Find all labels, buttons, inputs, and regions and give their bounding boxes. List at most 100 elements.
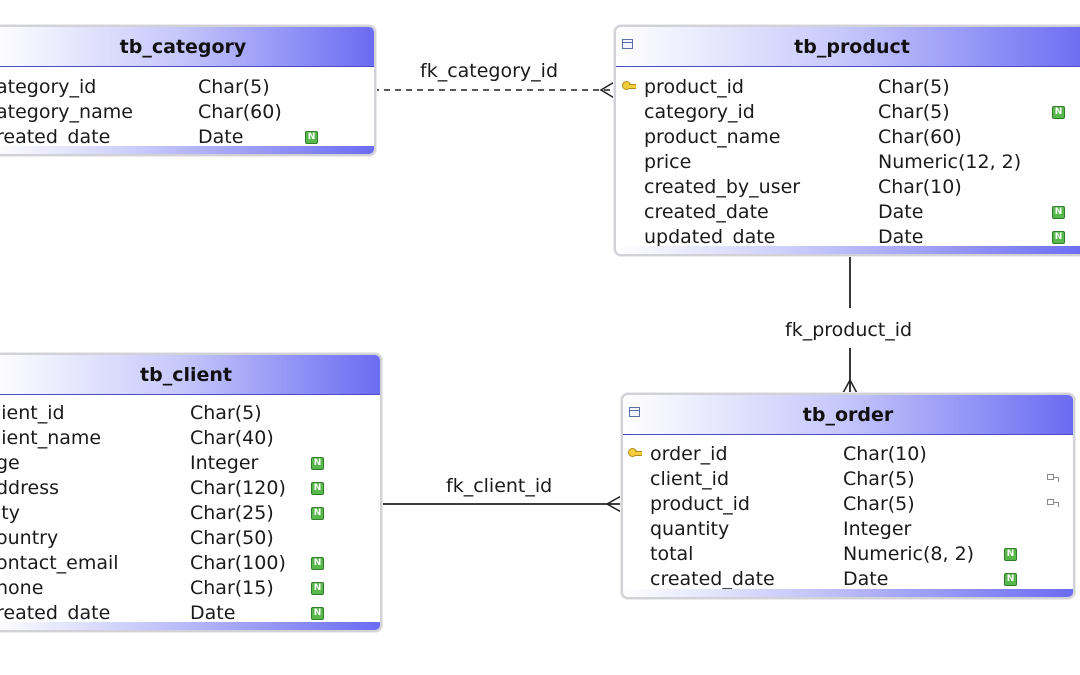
column-row[interactable]: ddress Char(120) N	[0, 477, 380, 502]
column-name: ge	[0, 452, 20, 474]
column-name: ountry	[0, 527, 59, 549]
column-row[interactable]: category_id Char(5) N	[616, 101, 1080, 126]
table-icon	[622, 39, 633, 49]
nullable-badge-icon: N	[1052, 231, 1065, 244]
table-title: tb_order	[802, 404, 894, 426]
column-name: lient_name	[0, 427, 102, 449]
column-row[interactable]: created_date Date N	[623, 568, 1073, 593]
column-type: Char(50)	[190, 527, 274, 549]
column-name: ategory_id	[0, 76, 97, 98]
primary-key-icon	[628, 448, 642, 457]
column-row[interactable]: ity Char(25) N	[0, 502, 380, 527]
column-name: ontact_email	[0, 552, 119, 574]
column-name: order_id	[650, 443, 728, 465]
relationship-label-fk-client[interactable]: fk_client_id	[446, 475, 553, 497]
column-name: category_id	[644, 101, 755, 123]
primary-key-icon	[622, 81, 636, 90]
column-row[interactable]: ategory_id Char(5)	[0, 76, 374, 101]
table-title: tb_category	[119, 36, 247, 58]
relationship-fk-product-line	[841, 255, 859, 396]
nullable-badge-icon: N	[311, 457, 324, 470]
column-row[interactable]: ategory_name Char(60)	[0, 101, 374, 126]
table-title: tb_client	[140, 364, 232, 386]
column-row[interactable]: ontact_email Char(100) N	[0, 552, 380, 577]
column-row[interactable]: quantity Integer	[623, 518, 1073, 543]
column-type: Char(10)	[878, 176, 962, 198]
column-row[interactable]: updated_date Date N	[616, 226, 1080, 251]
column-type: Date	[190, 602, 236, 624]
nullable-badge-icon: N	[305, 131, 318, 144]
column-list: lient_id Char(5) lient_name Char(40) ge …	[0, 395, 380, 627]
table-footer	[0, 146, 374, 154]
column-name: product_name	[644, 126, 781, 148]
column-list: order_id Char(10) client_id Char(5) prod…	[623, 435, 1073, 593]
table-footer	[616, 246, 1080, 254]
column-type: Char(5)	[843, 468, 915, 490]
table-tb-product[interactable]: tb_product product_id Char(5) category_i…	[614, 25, 1080, 256]
column-type: Date	[878, 226, 924, 248]
column-type: Char(5)	[843, 493, 915, 515]
column-list: ategory_id Char(5) ategory_name Char(60)…	[0, 67, 374, 151]
nullable-badge-icon: N	[311, 507, 324, 520]
column-row[interactable]: product_id Char(5)	[623, 493, 1073, 518]
column-type: Char(25)	[190, 502, 274, 524]
nullable-badge-icon: N	[1052, 206, 1065, 219]
table-header[interactable]: tb_client	[0, 355, 380, 395]
relationship-fk-client-line	[380, 494, 624, 514]
table-tb-client[interactable]: tb_client lient_id Char(5) lient_name Ch…	[0, 353, 382, 632]
table-tb-category[interactable]: tb_category ategory_id Char(5) ategory_n…	[0, 25, 376, 156]
table-header[interactable]: tb_product	[616, 27, 1080, 67]
foreign-key-icon	[1047, 499, 1067, 511]
column-row[interactable]: lient_id Char(5)	[0, 402, 380, 427]
column-name: created_date	[650, 568, 775, 590]
column-row[interactable]: product_name Char(60)	[616, 126, 1080, 151]
column-row[interactable]: total Numeric(8, 2) N	[623, 543, 1073, 568]
column-name: lient_id	[0, 402, 65, 424]
column-row[interactable]: ountry Char(50)	[0, 527, 380, 552]
column-row[interactable]: lient_name Char(40)	[0, 427, 380, 452]
column-list: product_id Char(5) category_id Char(5) N…	[616, 67, 1080, 251]
column-type: Integer	[843, 518, 912, 540]
column-name: created_date	[644, 201, 769, 223]
relationship-label-fk-category[interactable]: fk_category_id	[420, 60, 559, 82]
column-name: total	[650, 543, 694, 565]
column-row[interactable]: reated_date Date N	[0, 602, 380, 627]
table-header[interactable]: tb_order	[623, 395, 1073, 435]
column-type: Char(60)	[198, 101, 282, 123]
column-row[interactable]: client_id Char(5)	[623, 468, 1073, 493]
foreign-key-icon	[1047, 474, 1067, 486]
nullable-badge-icon: N	[1052, 106, 1065, 119]
column-row[interactable]: price Numeric(12, 2)	[616, 151, 1080, 176]
column-row[interactable]: hone Char(15) N	[0, 577, 380, 602]
column-name: quantity	[650, 518, 730, 540]
table-footer	[0, 622, 380, 630]
nullable-badge-icon: N	[311, 557, 324, 570]
table-icon	[629, 407, 640, 417]
table-footer	[623, 589, 1073, 597]
column-type: Char(5)	[198, 76, 270, 98]
column-row[interactable]: reated_date Date N	[0, 126, 374, 151]
nullable-badge-icon: N	[311, 482, 324, 495]
column-name: product_id	[644, 76, 744, 98]
column-type: Char(5)	[878, 76, 950, 98]
column-row[interactable]: order_id Char(10)	[623, 443, 1073, 468]
column-type: Char(5)	[190, 402, 262, 424]
column-row[interactable]: ge Integer N	[0, 452, 380, 477]
table-header[interactable]: tb_category	[0, 27, 374, 67]
column-type: Integer	[190, 452, 259, 474]
column-type: Char(60)	[878, 126, 962, 148]
column-type: Char(10)	[843, 443, 927, 465]
column-row[interactable]: product_id Char(5)	[616, 76, 1080, 101]
relationship-label-fk-product[interactable]: fk_product_id	[783, 319, 915, 341]
column-name: client_id	[650, 468, 730, 490]
column-name: hone	[0, 577, 44, 599]
column-name: price	[644, 151, 692, 173]
table-title: tb_product	[794, 36, 910, 58]
table-tb-order[interactable]: tb_order order_id Char(10) client_id Cha…	[621, 393, 1075, 599]
column-name: updated_date	[644, 226, 776, 248]
nullable-badge-icon: N	[1004, 548, 1017, 561]
column-row[interactable]: created_date Date N	[616, 201, 1080, 226]
column-row[interactable]: created_by_user Char(10)	[616, 176, 1080, 201]
